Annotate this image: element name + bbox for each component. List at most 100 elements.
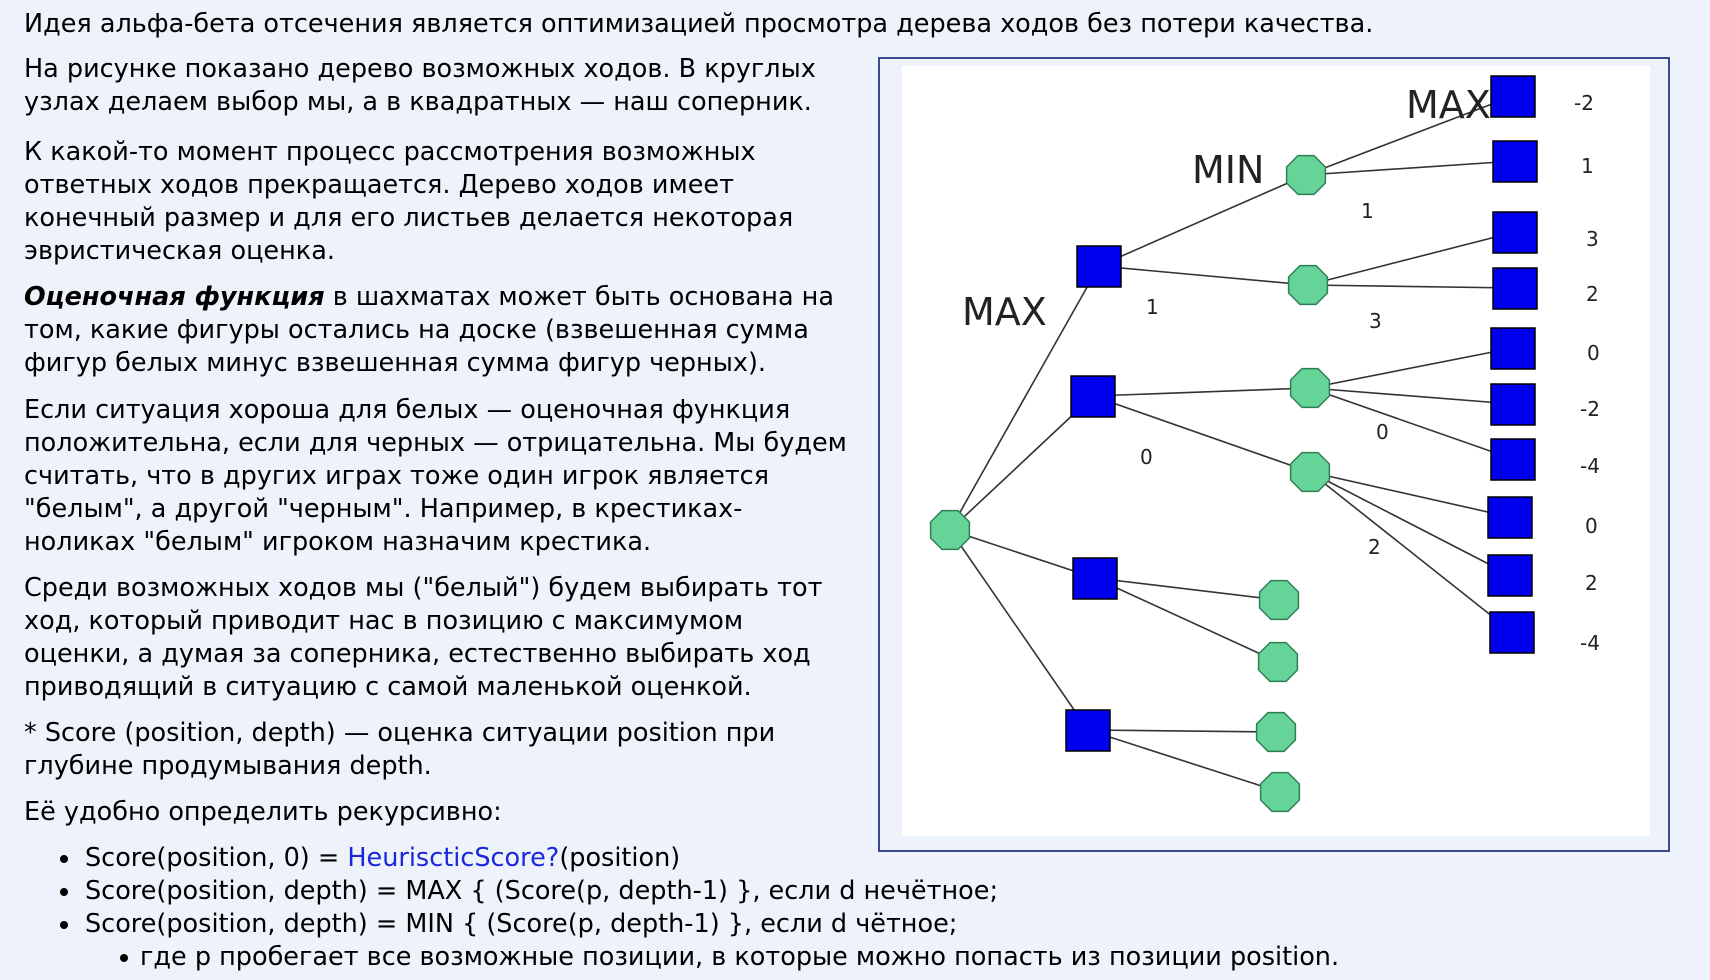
text-line: ход, который приводит нас в позицию с ма… bbox=[24, 606, 744, 636]
leaf-value-label: 1 bbox=[1581, 154, 1594, 178]
text-line: ответных ходов прекращается. Дерево ходо… bbox=[24, 170, 734, 200]
tree-edge bbox=[1087, 729, 1281, 793]
tree-nodes bbox=[929, 75, 1538, 813]
text-line: Среди возможных ходов мы ("белый") будем… bbox=[24, 573, 823, 603]
text-line: Если ситуация хороша для белых — оценочн… bbox=[24, 395, 791, 425]
max-circle-node bbox=[1287, 264, 1329, 306]
text-line: том, какие фигуры остались на доске (взв… bbox=[24, 315, 809, 345]
tree-edge bbox=[1305, 95, 1514, 176]
paragraph-tree-size: К какой-то момент процесс рассмотрения в… bbox=[24, 136, 793, 268]
circle-value-label: 1 bbox=[1361, 199, 1374, 223]
leaf-square-node bbox=[1492, 211, 1538, 254]
leaf-value-label: 2 bbox=[1585, 571, 1598, 595]
evaluation-function-term: Оценочная функция bbox=[24, 282, 325, 312]
list-item: Score(position, 0) = HeuriscticScore?(po… bbox=[0, 842, 1339, 875]
paragraph-sign-convention: Если ситуация хороша для белых — оценочн… bbox=[24, 394, 847, 559]
score-recursion-list: Score(position, 0) = HeuriscticScore?(po… bbox=[0, 842, 1339, 974]
leaf-value-label: 0 bbox=[1587, 341, 1600, 365]
list-item-text: (position) bbox=[559, 843, 681, 873]
tree-edge bbox=[1098, 174, 1307, 267]
tree-edge bbox=[1309, 471, 1513, 633]
level-label-max-left: MAX bbox=[962, 290, 1047, 334]
tree-edge bbox=[1309, 347, 1514, 389]
text-line: оценки, а думая за соперника, естественн… bbox=[24, 639, 811, 669]
tree-edge bbox=[1309, 387, 1514, 460]
minimax-tree-diagram: MAX MIN MAX 1 0 1 3 0 2 -2 1 3 2 0 -2 -4… bbox=[929, 75, 1600, 813]
leaf-square-node bbox=[1492, 267, 1538, 310]
tree-edge bbox=[1305, 160, 1516, 176]
circle-value-label: 2 bbox=[1368, 535, 1381, 559]
root-circle-node bbox=[929, 509, 971, 551]
max-circle-node bbox=[1289, 367, 1331, 409]
paragraph-score-definition: * Score (position, depth) — оценка ситуа… bbox=[24, 717, 775, 783]
tree-edge bbox=[1309, 471, 1511, 576]
text-line: приводящий в ситуацию с самой маленькой … bbox=[24, 672, 752, 702]
level-label-min: MIN bbox=[1192, 148, 1264, 192]
leaf-value-label: -4 bbox=[1580, 631, 1600, 655]
tree-edge bbox=[1092, 387, 1311, 397]
circle-value-label: 3 bbox=[1369, 309, 1382, 333]
tree-labels: MAX MIN MAX 1 0 1 3 0 2 -2 1 3 2 0 -2 -4… bbox=[962, 83, 1600, 655]
paragraph-figure-description: На рисунке показано дерево возможных ход… bbox=[24, 53, 816, 119]
heuristic-score-link[interactable]: HeuriscticScore? bbox=[347, 843, 560, 873]
tree-edges bbox=[949, 95, 1516, 793]
text-line: глубине продумывания depth. bbox=[24, 751, 432, 781]
tree-edge bbox=[949, 529, 1089, 731]
paragraph-evaluation-function: Оценочная функция в шахматах может быть … bbox=[24, 281, 834, 380]
leaf-square-node bbox=[1487, 496, 1533, 539]
max-circle-node bbox=[1258, 579, 1300, 621]
level-label-max-top: MAX bbox=[1406, 83, 1491, 127]
max-circle-node bbox=[1289, 451, 1331, 493]
tree-edge bbox=[1309, 471, 1511, 518]
tree-edge bbox=[1094, 577, 1279, 663]
text-line: узлах делаем выбор мы, а в квадратных — … bbox=[24, 87, 812, 117]
leaf-value-label: 2 bbox=[1586, 282, 1599, 306]
text-line: считать, что в других играх тоже один иг… bbox=[24, 461, 770, 491]
text-line: К какой-то момент процесс рассмотрения в… bbox=[24, 137, 756, 167]
text-line: На рисунке показано дерево возможных ход… bbox=[24, 54, 816, 84]
tree-edge bbox=[949, 529, 1096, 579]
leaf-square-node bbox=[1489, 611, 1535, 654]
figure-canvas: MAX MIN MAX 1 0 1 3 0 2 -2 1 3 2 0 -2 -4… bbox=[902, 66, 1650, 836]
paragraph-move-selection: Среди возможных ходов мы ("белый") будем… bbox=[24, 572, 822, 704]
list-item: где p пробегает все возможные позиции, в… bbox=[0, 941, 1339, 974]
max-circle-node bbox=[1259, 771, 1301, 813]
min-square-node bbox=[1072, 557, 1118, 600]
tree-edge bbox=[1307, 231, 1516, 286]
leaf-square-node bbox=[1490, 75, 1536, 118]
text-line: в шахматах может быть основана на bbox=[324, 282, 834, 312]
intro-text: Идея альфа-бета отсечения является оптим… bbox=[24, 9, 1374, 39]
minimax-tree-figure: MAX MIN MAX 1 0 1 3 0 2 -2 1 3 2 0 -2 -4… bbox=[878, 57, 1670, 852]
leaf-value-label: -2 bbox=[1580, 397, 1600, 421]
circle-value-label: 0 bbox=[1376, 420, 1389, 444]
text-line: конечный размер и для его листьев делает… bbox=[24, 203, 794, 233]
leaf-value-label: -4 bbox=[1580, 454, 1600, 478]
tree-edge bbox=[949, 395, 1094, 531]
text-line: положительна, если для черных — отрицате… bbox=[24, 428, 847, 458]
leaf-square-node bbox=[1487, 554, 1533, 597]
leaf-square-node bbox=[1490, 327, 1536, 370]
text-line: * Score (position, depth) — оценка ситуа… bbox=[24, 718, 776, 748]
square-value-label: 0 bbox=[1140, 445, 1153, 469]
max-circle-node bbox=[1285, 154, 1327, 196]
leaf-value-label: 0 bbox=[1585, 514, 1598, 538]
text-line: фигур белых минус взвешенная сумма фигур… bbox=[24, 348, 767, 378]
leaf-value-label: -2 bbox=[1574, 91, 1594, 115]
tree-edge bbox=[1094, 577, 1280, 601]
tree-edge bbox=[1307, 284, 1516, 289]
leaf-square-node bbox=[1492, 140, 1538, 183]
paragraph-recursive-intro: Её удобно определить рекурсивно: bbox=[24, 797, 502, 827]
min-square-node bbox=[1076, 245, 1122, 288]
leaf-value-label: 3 bbox=[1586, 227, 1599, 251]
tree-edge bbox=[1087, 729, 1277, 733]
list-item-text: Score(position, 0) = bbox=[85, 843, 348, 873]
min-square-node bbox=[1065, 709, 1111, 752]
text-line: эвристическая оценка. bbox=[24, 236, 335, 266]
leaf-square-node bbox=[1490, 438, 1536, 481]
tree-edge bbox=[1309, 387, 1514, 405]
tree-edge bbox=[949, 265, 1100, 531]
tree-edge bbox=[1098, 265, 1309, 286]
list-item: Score(position, depth) = MAX { (Score(p,… bbox=[0, 875, 1339, 908]
text-line: ноликах "белым" игроком назначим крестик… bbox=[24, 527, 652, 557]
tree-edge bbox=[1092, 395, 1311, 473]
